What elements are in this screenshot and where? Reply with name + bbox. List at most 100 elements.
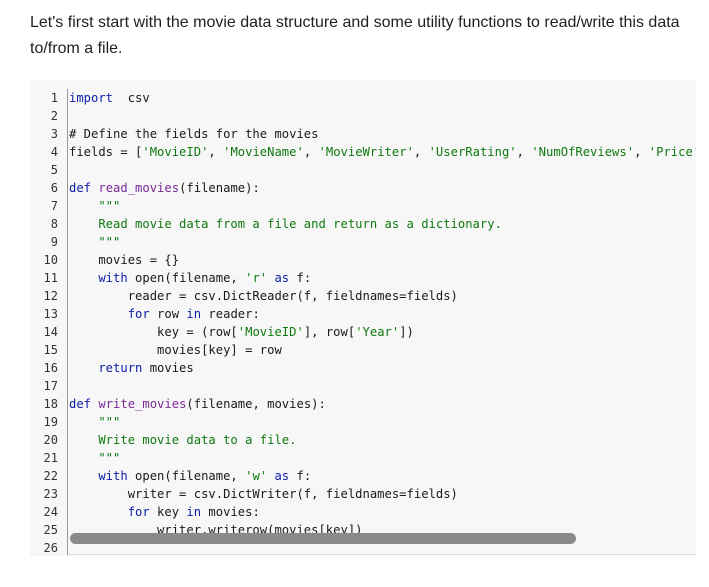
scrollbar-track bbox=[68, 554, 696, 555]
code-token: # Define the fields for the movies bbox=[69, 127, 319, 141]
line-number: 14 bbox=[43, 325, 58, 339]
code-token: , bbox=[303, 145, 319, 159]
code-line: with open(filename, 'w' as f: bbox=[69, 467, 696, 485]
code-line: import csv bbox=[69, 89, 696, 107]
line-number: 6 bbox=[50, 181, 58, 195]
code-line bbox=[69, 107, 696, 125]
code-content[interactable]: import csv # Define the fields for the m… bbox=[69, 89, 696, 556]
code-token: movies: bbox=[201, 505, 260, 519]
code-line: writer = csv.DictWriter(f, fieldnames=fi… bbox=[69, 485, 696, 503]
code-token: reader: bbox=[201, 307, 260, 321]
code-line: """ bbox=[69, 449, 696, 467]
code-token: 'UserRating' bbox=[428, 145, 517, 159]
horizontal-scrollbar-thumb[interactable] bbox=[70, 533, 576, 544]
line-number: 18 bbox=[43, 397, 58, 411]
code-token: key bbox=[149, 505, 187, 519]
line-number: 24 bbox=[43, 505, 58, 519]
code-token: writer = csv.DictWriter(f, fieldnames=fi… bbox=[69, 487, 458, 501]
code-line: for row in reader: bbox=[69, 305, 696, 323]
code-token: reader = csv.DictReader(f, fieldnames=fi… bbox=[69, 289, 458, 303]
code-line: def read_movies(filename): bbox=[69, 179, 696, 197]
code-token: 'Price' bbox=[648, 145, 696, 159]
code-token: def bbox=[69, 397, 92, 411]
intro-paragraph: Let's first start with the movie data st… bbox=[30, 14, 680, 57]
code-token: """ bbox=[69, 415, 121, 429]
code-token: , bbox=[516, 145, 532, 159]
code-token: as bbox=[274, 469, 290, 483]
code-line: reader = csv.DictReader(f, fieldnames=fi… bbox=[69, 287, 696, 305]
line-number: 1 bbox=[50, 91, 58, 105]
line-number: 4 bbox=[50, 145, 58, 159]
code-token: as bbox=[274, 271, 290, 285]
code-line: for key in movies: bbox=[69, 503, 696, 521]
code-token: ]) bbox=[399, 325, 414, 339]
code-token: """ bbox=[69, 451, 121, 465]
line-number: 7 bbox=[50, 199, 58, 213]
code-token: Read movie data from a file and return a… bbox=[69, 217, 502, 231]
code-token: csv bbox=[113, 91, 150, 105]
code-token: def bbox=[69, 181, 92, 195]
code-token: return bbox=[69, 361, 143, 375]
line-number: 9 bbox=[50, 235, 58, 249]
code-token: in bbox=[186, 505, 202, 519]
code-line: # Define the fields for the movies bbox=[69, 125, 696, 143]
code-token: read_movies bbox=[98, 181, 180, 195]
code-token: 'w' bbox=[245, 469, 268, 483]
code-line: with open(filename, 'r' as f: bbox=[69, 269, 696, 287]
code-token: Write movie data to a file. bbox=[69, 433, 297, 447]
code-token: for bbox=[69, 505, 150, 519]
code-token: f: bbox=[289, 271, 312, 285]
code-token: , bbox=[634, 145, 649, 159]
line-number: 5 bbox=[50, 163, 58, 177]
code-line: movies[key] = row bbox=[69, 341, 696, 359]
line-number: 16 bbox=[43, 361, 58, 375]
code-line bbox=[69, 161, 696, 179]
code-token: """ bbox=[69, 199, 121, 213]
line-number: 26 bbox=[43, 541, 58, 555]
code-token: import bbox=[69, 91, 114, 105]
code-token: row bbox=[149, 307, 187, 321]
code-line: key = (row['MovieID'], row['Year']) bbox=[69, 323, 696, 341]
line-number: 12 bbox=[43, 289, 58, 303]
line-number: 25 bbox=[43, 523, 58, 537]
code-line: Read movie data from a file and return a… bbox=[69, 215, 696, 233]
code-token: , bbox=[413, 145, 429, 159]
code-line: fields = ['MovieID', 'MovieName', 'Movie… bbox=[69, 143, 696, 161]
code-token: 'MovieID' bbox=[237, 325, 304, 339]
line-number: 2 bbox=[50, 109, 58, 123]
code-token: movies bbox=[142, 361, 194, 375]
code-token: key = (row[ bbox=[69, 325, 238, 339]
code-token: 'Year' bbox=[355, 325, 400, 339]
line-number: 17 bbox=[43, 379, 58, 393]
line-number: 11 bbox=[43, 271, 58, 285]
line-number: 20 bbox=[43, 433, 58, 447]
code-line: """ bbox=[69, 197, 696, 215]
line-number: 21 bbox=[43, 451, 58, 465]
line-number: 10 bbox=[43, 253, 58, 267]
code-token: 'r' bbox=[245, 271, 268, 285]
code-line: movies = {} bbox=[69, 251, 696, 269]
code-token: write_movies bbox=[98, 397, 187, 411]
code-token: 'MovieWriter' bbox=[318, 145, 414, 159]
code-token: """ bbox=[69, 235, 121, 249]
code-token: in bbox=[186, 307, 202, 321]
code-token: open(filename, bbox=[127, 469, 246, 483]
line-number: 15 bbox=[43, 343, 58, 357]
code-line: """ bbox=[69, 413, 696, 431]
code-token: fields = [ bbox=[69, 145, 143, 159]
line-number: 19 bbox=[43, 415, 58, 429]
code-token: f: bbox=[289, 469, 312, 483]
gutter-divider bbox=[67, 89, 68, 555]
code-line: def write_movies(filename, movies): bbox=[69, 395, 696, 413]
code-token: movies = {} bbox=[69, 253, 180, 267]
code-token: movies[key] = row bbox=[69, 343, 282, 357]
code-token: for bbox=[69, 307, 150, 321]
line-number: 23 bbox=[43, 487, 58, 501]
line-number: 3 bbox=[50, 127, 58, 141]
code-token: (filename): bbox=[179, 181, 260, 195]
code-line: return movies bbox=[69, 359, 696, 377]
code-token: with bbox=[69, 469, 128, 483]
code-line: Write movie data to a file. bbox=[69, 431, 696, 449]
